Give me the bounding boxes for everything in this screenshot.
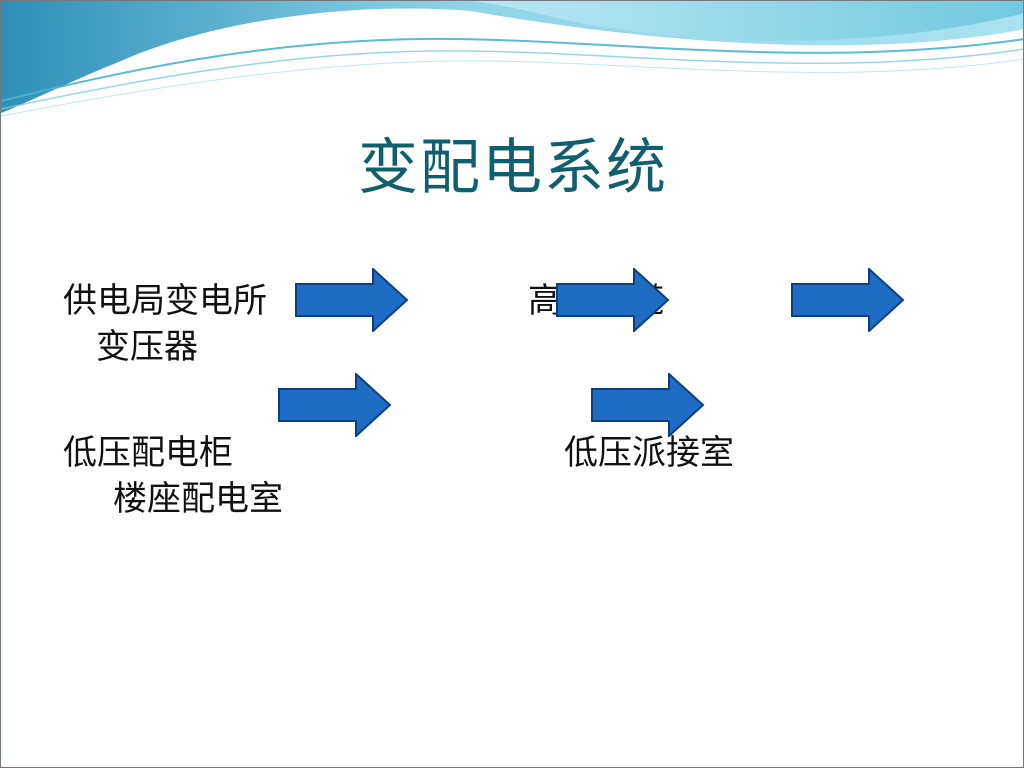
right-arrow-icon <box>791 268 905 332</box>
node-low-voltage-cabinet: 低压配电柜 <box>63 433 233 473</box>
right-arrow-icon <box>556 268 670 332</box>
node-power-substation: 供电局变电所 <box>63 281 267 321</box>
right-arrow-icon <box>278 373 392 437</box>
header-wave-decoration <box>1 1 1023 117</box>
right-arrow-icon <box>295 268 409 332</box>
node-low-voltage-distribution-room: 低压派接室 <box>564 433 734 473</box>
node-transformer: 变压器 <box>96 327 198 367</box>
node-building-distribution-room: 楼座配电室 <box>113 479 283 519</box>
right-arrow-icon <box>591 373 705 437</box>
slide-title: 变配电系统 <box>358 133 668 203</box>
